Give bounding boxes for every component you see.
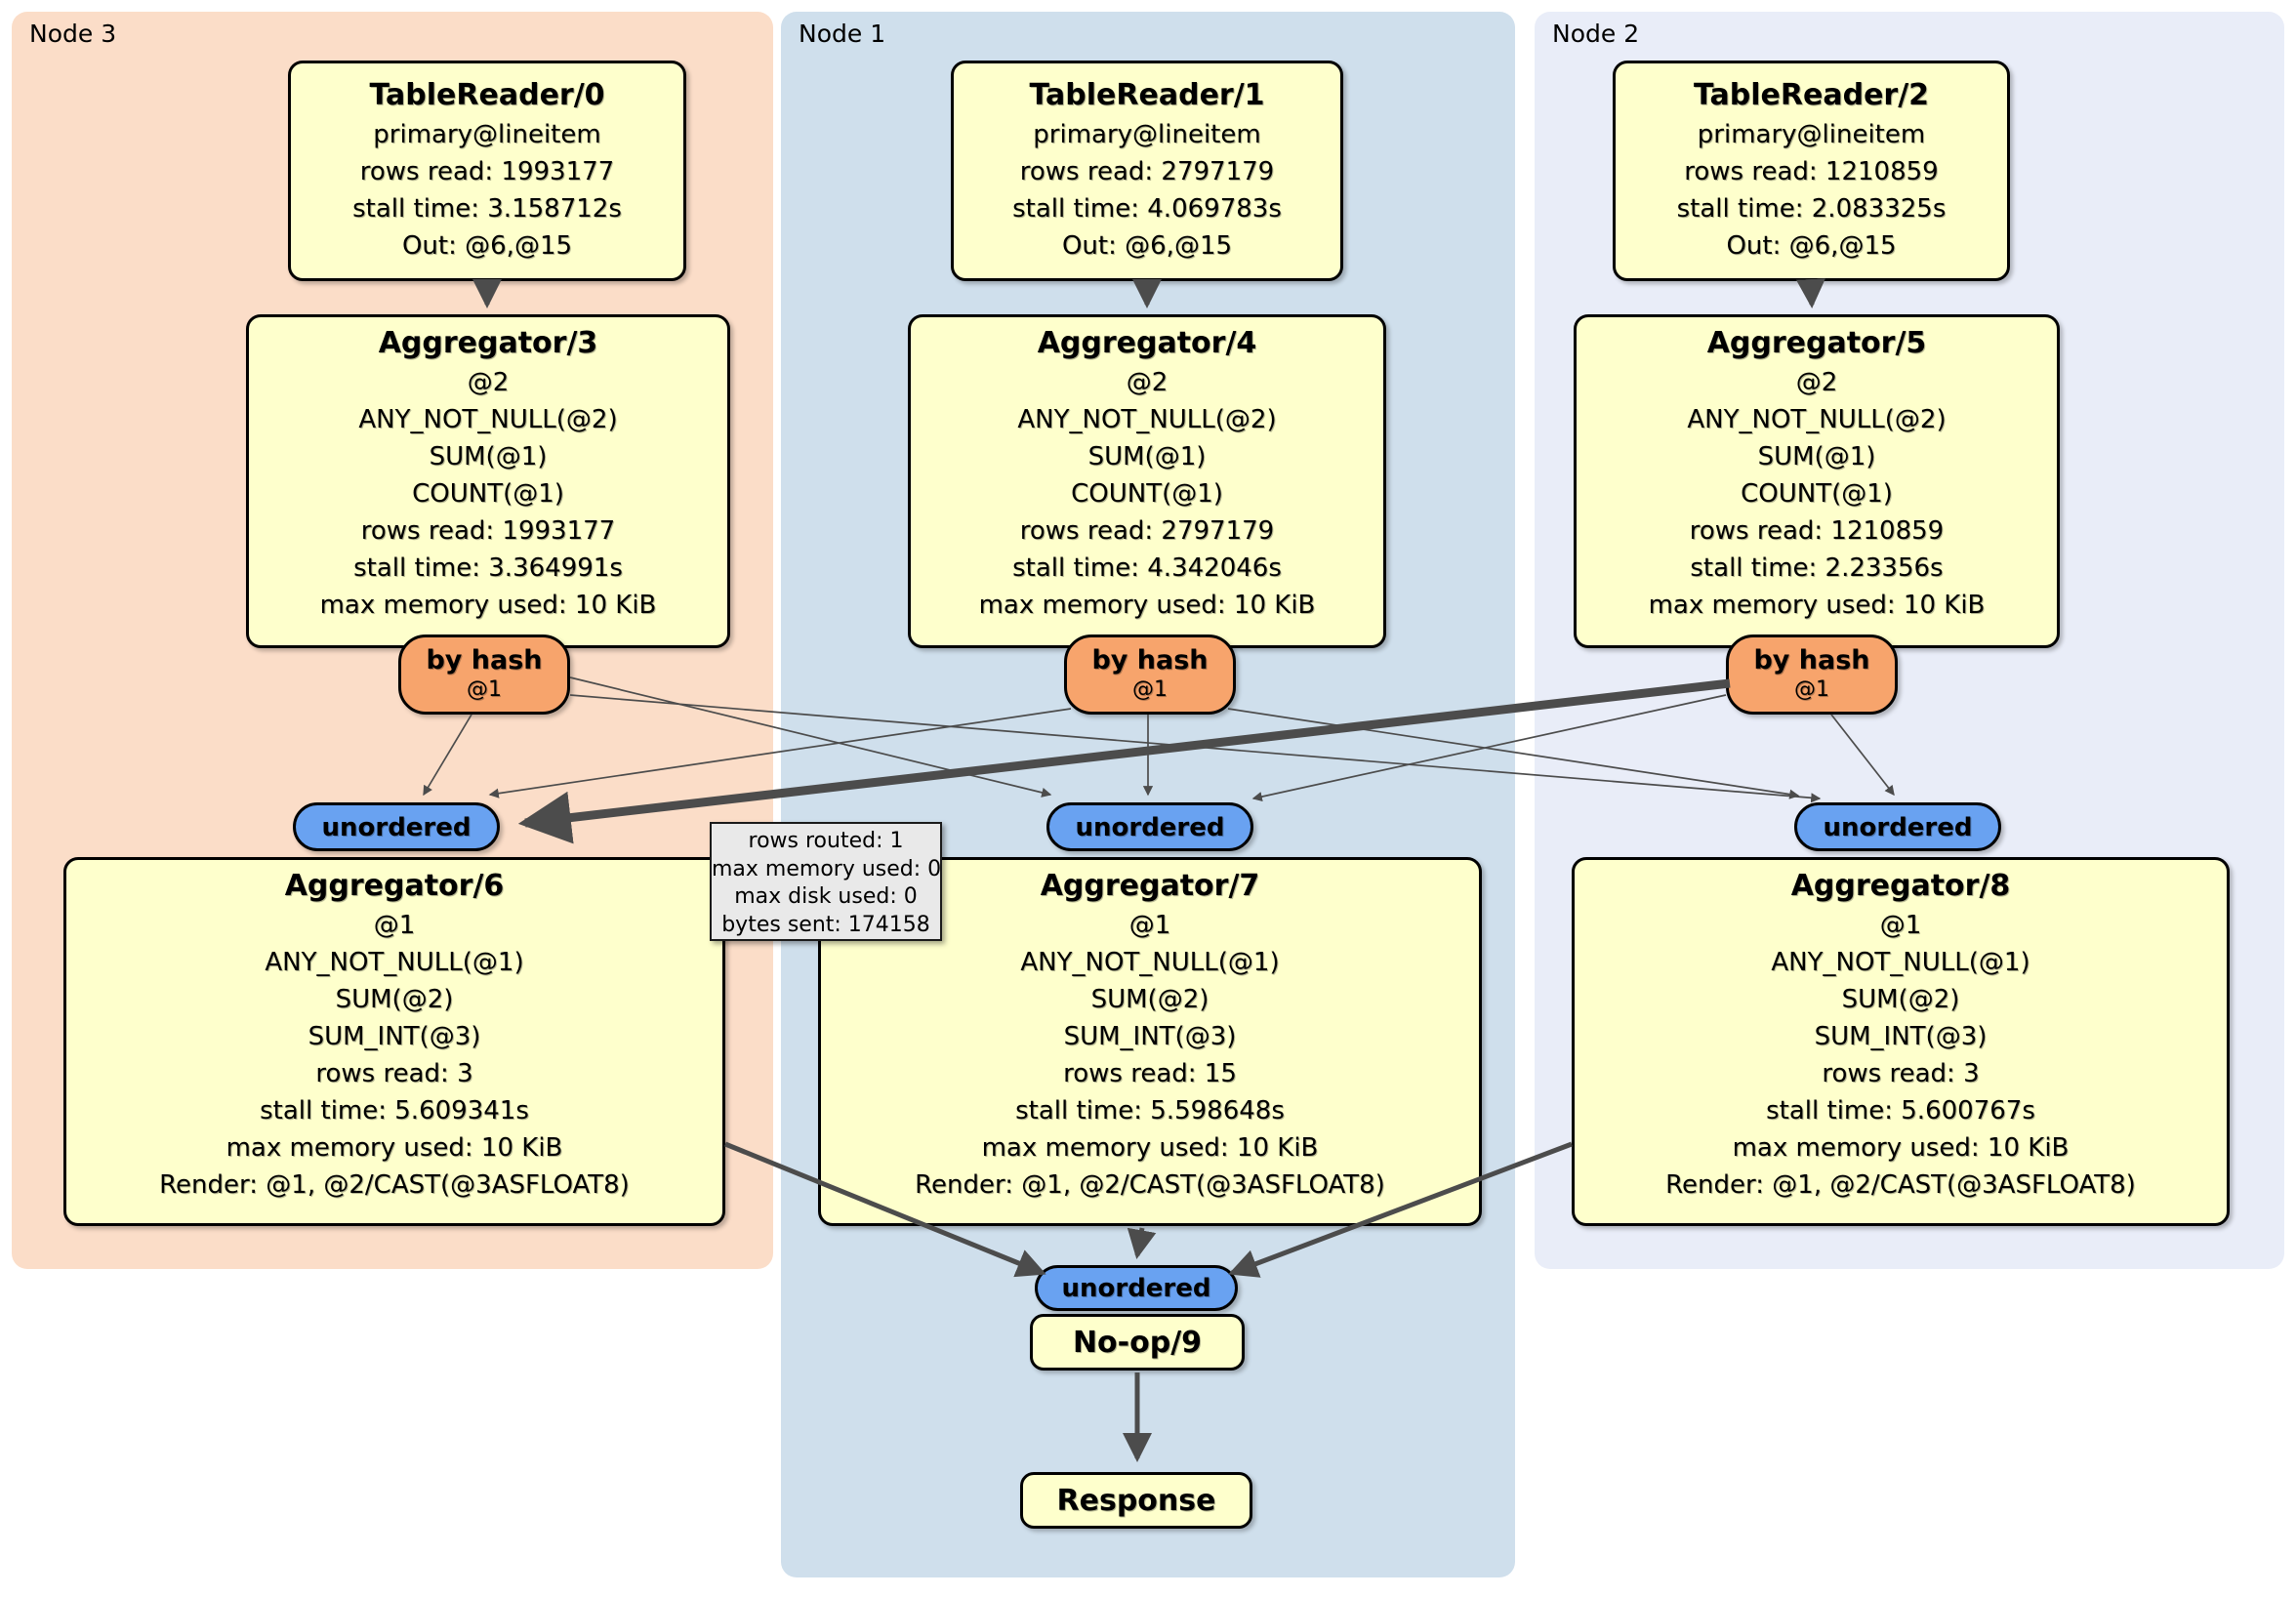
processor-detail: max memory used: 10 KiB (1648, 591, 1986, 620)
router-by-hash-node1: by hash @1 (1064, 635, 1236, 715)
processor-detail: stall time: 4.069783s (1012, 194, 1282, 224)
processor-tablereader-1: TableReader/1 primary@lineitem rows read… (951, 61, 1343, 281)
processor-aggregator-5: Aggregator/5 @2 ANY_NOT_NULL(@2) SUM(@1)… (1574, 314, 2060, 648)
processor-detail: @2 (1795, 368, 1838, 397)
processor-detail: stall time: 5.600767s (1766, 1096, 2035, 1126)
processor-detail: SUM_INT(@3) (308, 1022, 481, 1051)
processor-detail: rows read: 3 (1822, 1059, 1980, 1088)
processor-title: TableReader/1 (1029, 78, 1265, 112)
processor-detail: stall time: 5.609341s (260, 1096, 529, 1126)
processor-title: TableReader/2 (1693, 78, 1930, 112)
sync-unordered-node1: unordered (1046, 802, 1253, 851)
processor-detail: SUM(@2) (1841, 985, 1960, 1014)
processor-detail: SUM(@2) (335, 985, 454, 1014)
processor-title: Aggregator/4 (1037, 326, 1257, 360)
processor-detail: max memory used: 10 KiB (226, 1133, 563, 1163)
processor-aggregator-6: Aggregator/6 @1 ANY_NOT_NULL(@1) SUM(@2)… (63, 857, 725, 1226)
edge-tooltip-line: rows routed: 1 (748, 829, 904, 853)
processor-title: Aggregator/3 (378, 326, 598, 360)
sync-unordered-final: unordered (1035, 1265, 1238, 1311)
processor-detail: SUM(@1) (1087, 442, 1207, 471)
processor-tablereader-0: TableReader/0 primary@lineitem rows read… (288, 61, 686, 281)
processor-detail: rows read: 1993177 (359, 157, 615, 186)
processor-detail: COUNT(@1) (1741, 479, 1893, 509)
sync-unordered-node3: unordered (293, 802, 500, 851)
processor-aggregator-4: Aggregator/4 @2 ANY_NOT_NULL(@2) SUM(@1)… (908, 314, 1386, 648)
processor-detail: rows read: 1210859 (1684, 157, 1939, 186)
router-label: by hash (426, 645, 543, 676)
panel-label-node-3: Node 3 (29, 20, 117, 48)
processor-detail: SUM(@2) (1090, 985, 1210, 1014)
processor-detail: rows read: 2797179 (1019, 157, 1275, 186)
processor-detail: stall time: 4.342046s (1012, 553, 1282, 583)
processor-detail: @2 (467, 368, 510, 397)
processor-detail: SUM(@1) (1757, 442, 1876, 471)
processor-detail: Out: @6,@15 (401, 231, 573, 261)
processor-detail: rows read: 1993177 (360, 516, 616, 546)
processor-title: Aggregator/7 (1040, 869, 1260, 903)
processor-detail: stall time: 5.598648s (1015, 1096, 1285, 1126)
processor-detail: max memory used: 10 KiB (319, 591, 657, 620)
processor-detail: stall time: 2.083325s (1676, 194, 1947, 224)
processor-title: Aggregator/8 (1790, 869, 2011, 903)
processor-response: Response (1020, 1472, 1252, 1529)
processor-detail: max memory used: 10 KiB (978, 591, 1316, 620)
processor-detail: max memory used: 10 KiB (981, 1133, 1319, 1163)
processor-detail: Render: @1, @2/CAST(@3ASFLOAT8) (159, 1170, 630, 1200)
edge-tooltip: rows routed: 1 max memory used: 0 max di… (710, 822, 942, 941)
processor-detail: primary@lineitem (373, 120, 601, 149)
router-stream-label: @1 (467, 677, 502, 702)
processor-detail: primary@lineitem (1697, 120, 1926, 149)
router-label: by hash (1753, 645, 1870, 676)
processor-detail: rows read: 1210859 (1689, 516, 1945, 546)
processor-detail: @1 (1128, 911, 1171, 940)
processor-detail: SUM_INT(@3) (1814, 1022, 1988, 1051)
processor-detail: SUM(@1) (429, 442, 548, 471)
processor-detail: ANY_NOT_NULL(@1) (1771, 948, 2030, 977)
processor-detail: stall time: 3.364991s (353, 553, 623, 583)
router-label: by hash (1091, 645, 1209, 676)
processor-detail: stall time: 3.158712s (352, 194, 622, 224)
processor-detail: Render: @1, @2/CAST(@3ASFLOAT8) (1665, 1170, 2136, 1200)
router-stream-label: @1 (1132, 677, 1168, 702)
panel-label-node-2: Node 2 (1552, 20, 1640, 48)
edge-tooltip-line: max memory used: 0 (712, 856, 942, 881)
processor-detail: @1 (373, 911, 416, 940)
processor-noop-9: No-op/9 (1030, 1314, 1245, 1371)
processor-detail: primary@lineitem (1033, 120, 1261, 149)
processor-detail: SUM_INT(@3) (1063, 1022, 1237, 1051)
processor-detail: ANY_NOT_NULL(@2) (1687, 405, 1947, 434)
processor-detail: ANY_NOT_NULL(@1) (265, 948, 524, 977)
processor-detail: Out: @6,@15 (1061, 231, 1233, 261)
processor-detail: stall time: 2.23356s (1690, 553, 1944, 583)
processor-tablereader-2: TableReader/2 primary@lineitem rows read… (1613, 61, 2010, 281)
processor-title: Aggregator/6 (284, 869, 505, 903)
router-by-hash-node3: by hash @1 (398, 635, 570, 715)
processor-aggregator-3: Aggregator/3 @2 ANY_NOT_NULL(@2) SUM(@1)… (246, 314, 730, 648)
processor-detail: COUNT(@1) (412, 479, 564, 509)
sync-unordered-node2: unordered (1794, 802, 2001, 851)
processor-detail: COUNT(@1) (1071, 479, 1223, 509)
processor-title: Aggregator/5 (1706, 326, 1927, 360)
processor-detail: rows read: 3 (315, 1059, 473, 1088)
panel-label-node-1: Node 1 (799, 20, 886, 48)
processor-detail: @2 (1126, 368, 1168, 397)
processor-detail: @1 (1879, 911, 1922, 940)
processor-detail: rows read: 15 (1063, 1059, 1237, 1088)
processor-detail: ANY_NOT_NULL(@2) (358, 405, 618, 434)
processor-title: TableReader/0 (369, 78, 605, 112)
edge-tooltip-line: max disk used: 0 (734, 884, 918, 909)
edge-tooltip-line: bytes sent: 174158 (721, 912, 930, 937)
processor-detail: ANY_NOT_NULL(@1) (1020, 948, 1280, 977)
processor-detail: Out: @6,@15 (1726, 231, 1897, 261)
processor-detail: max memory used: 10 KiB (1732, 1133, 2070, 1163)
router-by-hash-node2: by hash @1 (1726, 635, 1898, 715)
processor-detail: ANY_NOT_NULL(@2) (1017, 405, 1277, 434)
processor-detail: Render: @1, @2/CAST(@3ASFLOAT8) (915, 1170, 1385, 1200)
router-stream-label: @1 (1794, 677, 1829, 702)
processor-detail: rows read: 2797179 (1019, 516, 1275, 546)
processor-aggregator-8: Aggregator/8 @1 ANY_NOT_NULL(@1) SUM(@2)… (1572, 857, 2230, 1226)
